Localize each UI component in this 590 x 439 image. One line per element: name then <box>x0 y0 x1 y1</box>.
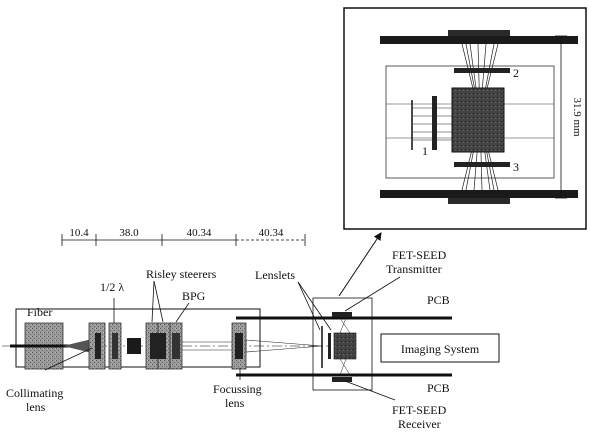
inset-element-2-plate <box>454 68 510 73</box>
label-bpg: BPG <box>182 289 206 303</box>
dimension-1: 10.4 <box>69 227 89 239</box>
label-fet-receiver-line2: Receiver <box>398 417 441 431</box>
label-collimating-line2: lens <box>26 400 46 414</box>
dimension-3: 40.34 <box>187 227 212 239</box>
label-lenslets: Lenslets <box>255 268 295 282</box>
label-risley-steerers: Risley steerers <box>146 267 217 281</box>
dimension-4: 40.34 <box>259 227 284 239</box>
label-fet-receiver-line1: FET-SEED <box>392 403 447 417</box>
inset-detail: 31.9 mm 2 1 3 <box>343 7 587 230</box>
module-beam-splitter <box>333 332 357 360</box>
inset-number-3: 3 <box>513 160 519 174</box>
imaging-system-label: Imaging System <box>401 342 480 356</box>
inset-lenslet-plate <box>432 96 437 150</box>
optics-housing <box>15 308 261 368</box>
labels: Fiber 1/2 λ Risley steerers BPG Collimat… <box>6 248 450 431</box>
zoom-arrow <box>338 232 382 297</box>
inset-number-1: 1 <box>422 144 428 158</box>
label-pcb-bottom: PCB <box>427 381 450 395</box>
label-fet-transmitter-line1: FET-SEED <box>392 248 447 262</box>
imaging-system-box <box>380 333 500 363</box>
module-lenslet-plate <box>328 333 331 359</box>
leader-lines <box>44 276 401 401</box>
focussing-beam <box>245 339 323 353</box>
inset-beam-splitter-cube <box>451 87 505 153</box>
dimension-2: 38.0 <box>119 227 139 239</box>
module-box <box>312 297 373 391</box>
receiver-module <box>236 297 452 391</box>
label-focussing-line1: Focussing <box>213 382 262 396</box>
inset-lenslet-rays <box>412 107 452 141</box>
aperture-block <box>127 338 141 354</box>
inset-chip-top <box>448 30 510 36</box>
label-half-wave: 1/2 λ <box>100 280 124 294</box>
inset-pcb-bottom <box>380 190 578 198</box>
inset-chip-bottom <box>448 198 510 204</box>
label-collimating-line1: Collimating <box>6 386 63 400</box>
inset-pcb-top <box>380 36 578 44</box>
inset-height-label: 31.9 mm <box>571 97 583 137</box>
inset-element-3-plate <box>454 162 510 167</box>
inset-number-2: 2 <box>513 66 519 80</box>
label-fiber: Fiber <box>27 305 52 319</box>
dimension-row: 10.4 38.0 40.34 40.34 <box>61 227 306 246</box>
label-fet-transmitter-line2: Transmitter <box>386 262 442 276</box>
label-pcb-top: PCB <box>427 293 450 307</box>
label-focussing-line2: lens <box>225 396 245 410</box>
